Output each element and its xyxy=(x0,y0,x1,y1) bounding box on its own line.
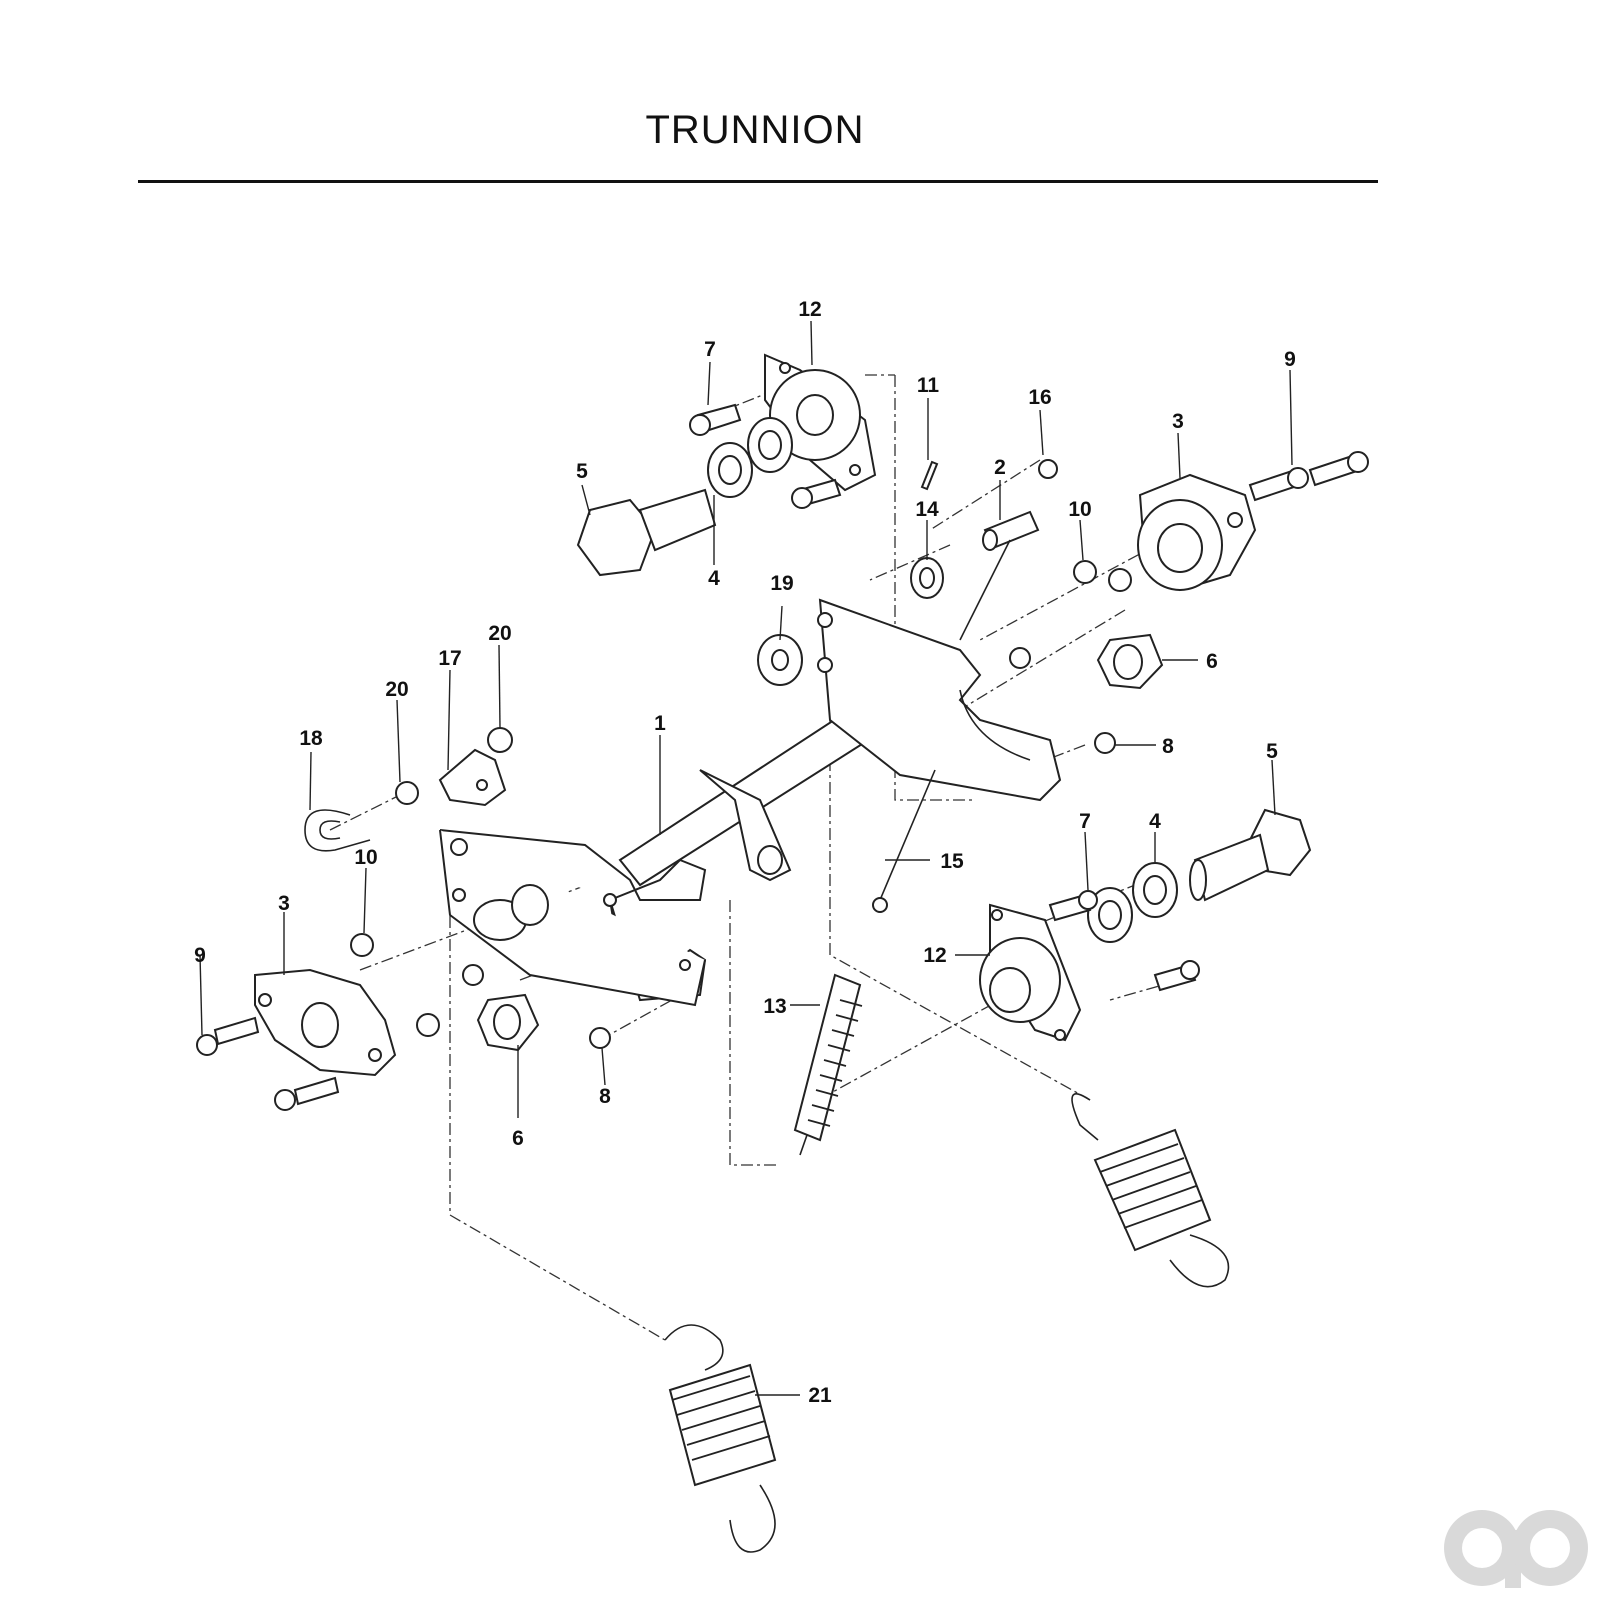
part-3-bearing-block-left xyxy=(254,968,397,1077)
callout-1: 1 xyxy=(654,712,666,735)
callout-15: 15 xyxy=(940,850,964,873)
callout-21: 21 xyxy=(808,1384,832,1407)
part-12-flange-bearing-bottom xyxy=(979,903,1082,1042)
part-4-washer-bottom xyxy=(1087,862,1178,943)
title-rule xyxy=(138,180,1378,183)
callout-20: 20 xyxy=(488,622,511,645)
part-18-j-bolt xyxy=(304,809,371,852)
part-21-spring xyxy=(664,1324,777,1553)
part-11-cotter-pin xyxy=(920,460,939,491)
callout-6: 6 xyxy=(512,1127,524,1150)
callout-20: 20 xyxy=(385,678,408,701)
leader-lines xyxy=(199,320,1293,1396)
callout-10: 10 xyxy=(354,846,377,869)
part-20-nuts xyxy=(395,727,513,805)
callout-18: 18 xyxy=(299,727,323,750)
callout-13: 13 xyxy=(763,995,786,1018)
part-14-bushing xyxy=(910,557,944,599)
part-2-pin xyxy=(982,510,1040,551)
part-4-washer-top xyxy=(707,417,793,498)
part-5-bolt-bottom xyxy=(1189,808,1312,902)
part-19-washer xyxy=(757,634,803,686)
callout-8: 8 xyxy=(1162,735,1174,758)
callout-5: 5 xyxy=(1266,740,1278,763)
watermark-logo xyxy=(1444,1510,1588,1588)
diagram-title: TRUNNION xyxy=(645,108,865,152)
callout-14: 14 xyxy=(915,498,939,521)
part-7-bolts xyxy=(689,403,1200,992)
part-16-nut xyxy=(1038,459,1058,479)
part-1-trunnion-shaft xyxy=(439,598,1062,1007)
callout-7: 7 xyxy=(704,338,716,361)
callout-12: 12 xyxy=(798,298,821,321)
callout-4: 4 xyxy=(1149,810,1161,833)
callout-9: 9 xyxy=(1284,348,1296,371)
callout-16: 16 xyxy=(1028,386,1051,409)
part-12-flange-bearing-top xyxy=(764,353,877,492)
part-17-bracket xyxy=(438,748,507,807)
callout-17: 17 xyxy=(438,647,461,670)
extension-spring-right xyxy=(1071,1093,1230,1288)
callout-3: 3 xyxy=(278,892,290,915)
callout-3: 3 xyxy=(1172,410,1184,433)
callout-5: 5 xyxy=(576,460,588,483)
callout-10: 10 xyxy=(1068,498,1091,521)
part-3-bearing-block-right xyxy=(1137,473,1257,592)
callout-12: 12 xyxy=(923,944,946,967)
callout-9: 9 xyxy=(194,944,206,967)
callout-6: 6 xyxy=(1206,650,1218,673)
part-9-bolts xyxy=(196,451,1369,1111)
callout-19: 19 xyxy=(770,572,793,595)
callout-4: 4 xyxy=(708,567,720,590)
part-8-nuts xyxy=(462,647,1116,1049)
callout-2: 2 xyxy=(994,456,1006,479)
callout-11: 11 xyxy=(917,374,940,397)
part-5-bolt-top xyxy=(576,488,717,577)
part-10-nuts xyxy=(350,560,1132,1037)
part-15-rod xyxy=(872,539,1011,913)
part-13-spring xyxy=(793,973,863,1156)
callout-7: 7 xyxy=(1079,810,1091,833)
callout-labels: 12 7 5 4 11 16 2 14 10 3 9 19 6 8 5 20 1… xyxy=(194,298,1296,1407)
callout-8: 8 xyxy=(599,1085,611,1108)
part-6-nuts xyxy=(476,633,1164,1052)
